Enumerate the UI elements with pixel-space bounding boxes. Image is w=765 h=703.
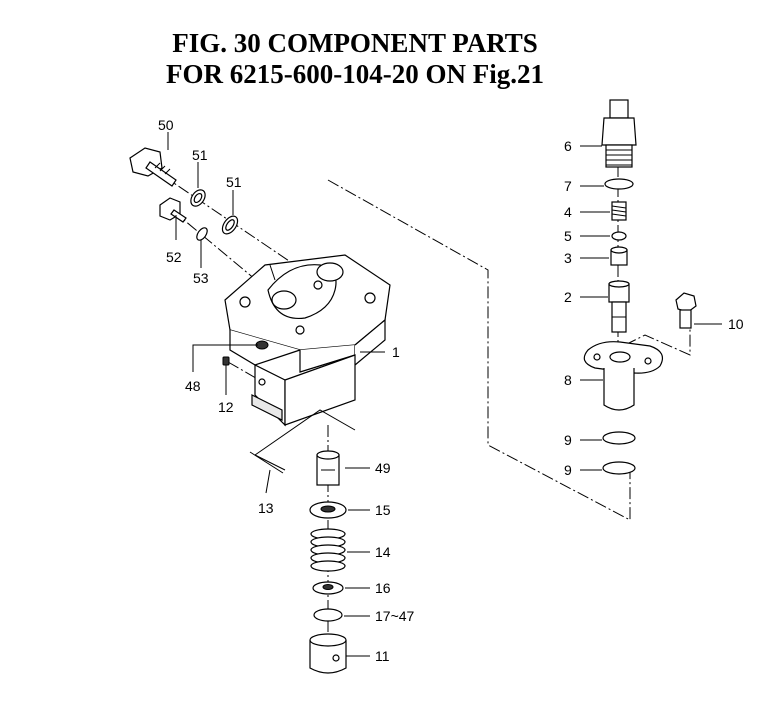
callout-52: 52: [166, 249, 182, 265]
part-4-valve-spring: [611, 201, 627, 221]
part-9-o-ring-lower: [602, 461, 636, 475]
callout-6: 6: [564, 138, 572, 154]
callout-48: 48: [185, 378, 201, 394]
callouts: 50 51 51 52 53 1 48 12 13 49 15 14 16 17…: [158, 117, 744, 664]
part-13-wire-clip: [249, 409, 356, 474]
callout-51-upper: 51: [192, 147, 208, 163]
part-7-o-ring: [604, 178, 634, 190]
part-11-tappet: [309, 633, 347, 674]
callout-3: 3: [564, 250, 572, 266]
callout-16: 16: [375, 580, 391, 596]
callout-50: 50: [158, 117, 174, 133]
figure-title-line2: FOR 6215-600-104-20 ON Fig.21: [166, 59, 544, 89]
part-49-plunger: [316, 450, 340, 486]
part-12-screw: [222, 356, 230, 366]
callout-9-upper: 9: [564, 432, 572, 448]
part-50-banjo-bolt: [129, 147, 177, 187]
callout-17-47: 17~47: [375, 608, 415, 624]
part-51-gasket-lower: [221, 215, 239, 235]
part-16-lower-seat: [312, 581, 344, 595]
part-2-valve-seat: [608, 280, 630, 333]
part-52-bolt: [159, 197, 187, 223]
part-8-flange: [583, 341, 663, 411]
callout-10: 10: [728, 316, 744, 332]
part-5-ring: [611, 231, 627, 241]
callout-5: 5: [564, 228, 572, 244]
leader-lines: [167, 132, 722, 657]
part-51-gasket-upper: [190, 189, 206, 207]
callout-11: 11: [375, 648, 390, 664]
part-9-o-ring-upper: [602, 431, 636, 445]
callout-4: 4: [564, 204, 572, 220]
callout-14: 14: [375, 544, 391, 560]
callout-9-lower: 9: [564, 462, 572, 478]
callout-49: 49: [375, 460, 391, 476]
callout-8: 8: [564, 372, 572, 388]
callout-7: 7: [564, 178, 572, 194]
part-1-pump-body: [224, 254, 391, 427]
callout-1: 1: [392, 344, 400, 360]
callout-2: 2: [564, 289, 572, 305]
callout-12: 12: [218, 399, 234, 415]
part-14-spring: [310, 528, 346, 572]
figure-title-line1: FIG. 30 COMPONENT PARTS: [172, 28, 538, 58]
callout-15: 15: [375, 502, 391, 518]
part-10-bolt: [675, 292, 697, 329]
part-15-spring-seat: [309, 501, 347, 519]
part-6-valve-holder: [601, 99, 637, 168]
callout-13: 13: [258, 500, 274, 516]
callout-51-lower: 51: [226, 174, 242, 190]
part-17-47-shim: [313, 608, 343, 622]
callout-53: 53: [193, 270, 209, 286]
part-3-delivery-valve: [610, 246, 628, 266]
part-53-washer: [196, 227, 208, 241]
